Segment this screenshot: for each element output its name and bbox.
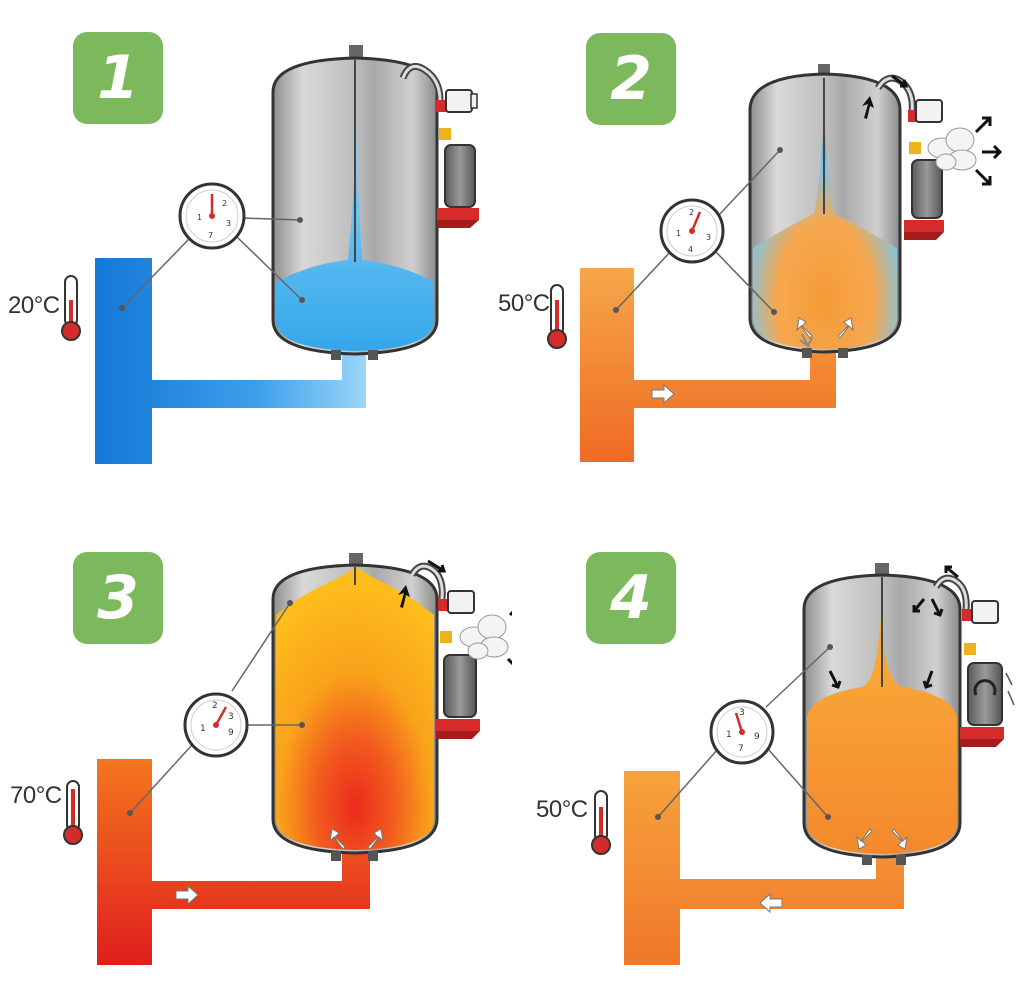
- gauge-mark: 9: [228, 728, 234, 738]
- thermometer-icon: [63, 780, 83, 845]
- thermometer-icon: [61, 275, 81, 341]
- expansion-tank: [802, 563, 962, 865]
- falling-arrow-left: [856, 828, 873, 850]
- thermometer-icon: [591, 790, 611, 855]
- diagram-step-1: 1 2 3 7: [61, 45, 479, 464]
- temperature-label: 50°C: [536, 796, 588, 823]
- rising-arrow-right: [837, 317, 854, 339]
- step-badge: 4: [586, 552, 676, 644]
- falling-arrow-right: [891, 828, 908, 850]
- flow-arrow: [759, 892, 783, 914]
- expansion-tank: [271, 553, 439, 861]
- gauge-mark: 2: [689, 208, 694, 217]
- down-arrow: [828, 670, 842, 689]
- gauge-mark: 1: [197, 213, 202, 222]
- diagram-step-2: 1 2 3 4: [547, 64, 1003, 462]
- arrow-out: [427, 559, 447, 573]
- rising-arrow-right: [367, 828, 384, 850]
- water-hot: [276, 567, 434, 850]
- warm-pipe: [580, 268, 836, 462]
- step-badge: 1: [73, 32, 163, 124]
- temperature-label: 70°C: [10, 782, 62, 809]
- arrow-out: [891, 74, 909, 88]
- gauge-mark: 3: [226, 219, 231, 228]
- water-warm: [753, 110, 897, 349]
- safety-valve-group: [875, 74, 1003, 240]
- arrow-in: [944, 565, 959, 579]
- gauge-mark: 7: [208, 231, 213, 240]
- rising-arrow-left: [329, 828, 346, 850]
- gauge-mark: 1: [726, 730, 732, 740]
- panel-step-3: 3: [0, 495, 512, 990]
- gauge-mark: 1: [676, 229, 681, 238]
- warm-pipe: [624, 771, 904, 965]
- up-arrow: [862, 96, 874, 119]
- step-badge: 2: [586, 33, 676, 125]
- flow-arrow: [175, 884, 199, 906]
- temperature-label: 50°C: [498, 290, 550, 317]
- gauge-mark: 2: [222, 199, 227, 208]
- panel-step-2: 2: [498, 0, 1024, 495]
- gauge-mark: 9: [754, 732, 760, 742]
- step-badge: 3: [73, 552, 163, 644]
- arrow-out: [506, 657, 512, 666]
- down-arrow: [912, 598, 926, 613]
- expansion-tank: [748, 64, 902, 358]
- step-number: 1: [97, 43, 139, 113]
- step-number: 2: [610, 44, 652, 114]
- diagram-step-3: 1 2 3 9: [63, 553, 512, 965]
- safety-valve-group: [399, 62, 479, 228]
- steam-puff: [927, 127, 977, 171]
- expansion-tank: [271, 45, 439, 360]
- safety-valve-group: [932, 565, 1015, 747]
- flow-arrow: [651, 383, 675, 405]
- steam-puff: [459, 614, 509, 660]
- cold-pipe: [95, 258, 366, 464]
- down-arrow: [922, 670, 934, 689]
- hot-pipe: [97, 759, 370, 965]
- up-arrow: [398, 585, 410, 608]
- gauge-mark: 1: [200, 724, 206, 734]
- pressure-gauge: 1 2 3 4: [613, 147, 783, 315]
- gauge-mark: 3: [739, 708, 745, 718]
- step-number: 3: [97, 563, 139, 633]
- panel-step-1: 1: [0, 0, 512, 495]
- panel-step-4: 4: [512, 495, 1024, 990]
- pressure-gauge: 1 3 7 9: [655, 644, 833, 820]
- thermometer-icon: [547, 284, 567, 349]
- rising-arrow-left: [796, 317, 813, 339]
- pressure-gauge: 1 2 3 7: [119, 182, 305, 311]
- down-arrow: [930, 598, 944, 617]
- safety-valve-group: [408, 559, 512, 739]
- arrow-out: [974, 168, 992, 186]
- gauge-mark: 7: [738, 744, 744, 754]
- gauge-mark: 4: [688, 245, 693, 254]
- water-cooling: [807, 615, 957, 854]
- temperature-label: 20°C: [8, 292, 60, 319]
- gauge-mark: 3: [228, 712, 234, 722]
- gauge-mark: 3: [706, 233, 711, 242]
- gauge-mark: 2: [212, 701, 218, 711]
- diagram-step-4: 1 3 7 9: [591, 563, 1015, 965]
- pressure-gauge: 1 2 3 9: [127, 600, 305, 816]
- step-number: 4: [610, 563, 652, 633]
- arrow-out: [982, 144, 1003, 160]
- arrow-out: [974, 116, 992, 134]
